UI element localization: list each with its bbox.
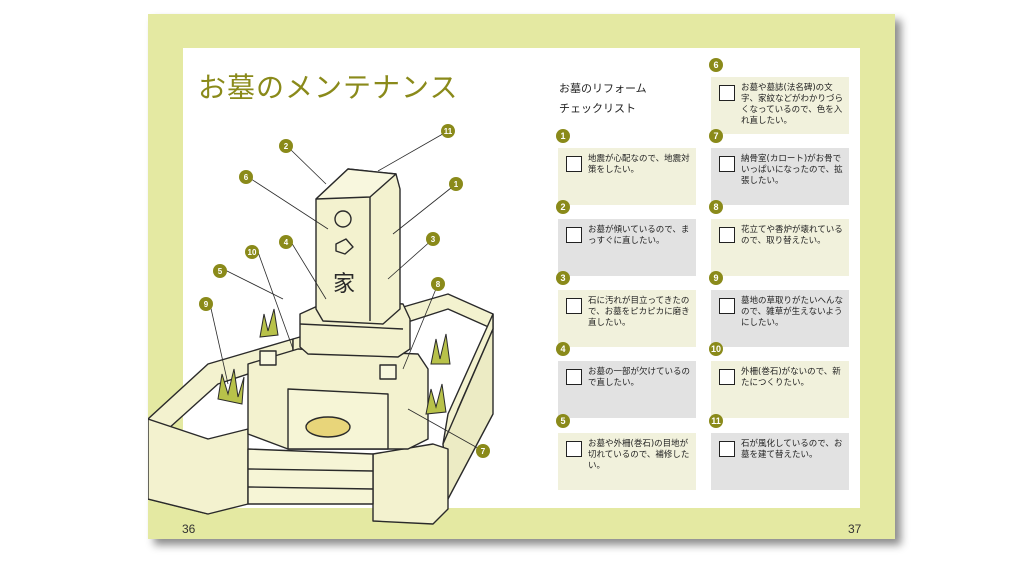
grave-illustration: 家 2 11 1 6 3 4 bbox=[148, 124, 494, 525]
page-number-right: 37 bbox=[848, 522, 862, 536]
item-text: 外柵(巻石)がないので、新たにつくりたい。 bbox=[741, 367, 841, 388]
checklist-item-10: 10 外柵(巻石)がないので、新たにつくりたい。 bbox=[709, 342, 849, 418]
item-text: 石が風化しているので、お墓を建て替えたい。 bbox=[741, 439, 843, 460]
item-number: 6 bbox=[709, 58, 723, 72]
callout-2: 2 bbox=[279, 139, 293, 153]
grass-decor bbox=[217, 308, 451, 415]
checkbox[interactable] bbox=[719, 441, 735, 457]
svg-text:6: 6 bbox=[244, 173, 249, 182]
callout-3: 3 bbox=[426, 232, 440, 246]
callout-11: 11 bbox=[441, 124, 455, 138]
checklist-item-5: 5 お墓や外柵(巻石)の目地が切れているので、補修したい。 bbox=[556, 414, 696, 490]
checklist-item-3: 3 石に汚れが目立ってきたので、お墓をピカピカに磨き直したい。 bbox=[556, 271, 696, 347]
item-text: 地震が心配なので、地震対策をしたい。 bbox=[588, 154, 690, 175]
checklist-item-8: 8 花立てや香炉が壊れているので、取り替えたい。 bbox=[709, 200, 849, 276]
item-number: 4 bbox=[556, 342, 570, 356]
item-text: お墓の一部が欠けているので直したい。 bbox=[588, 367, 691, 388]
callout-9: 9 bbox=[199, 297, 213, 311]
checklist-item-6: 6 お墓や墓誌(法名碑)の文字、家紋などがわかりづらくなっているので、色を入れ直… bbox=[709, 58, 849, 134]
checkbox[interactable] bbox=[719, 156, 735, 172]
book-spread: お墓のメンテナンス bbox=[148, 14, 895, 539]
page-number-left: 36 bbox=[182, 522, 196, 536]
checklist-item-11: 11 石が風化しているので、お墓を建て替えたい。 bbox=[709, 414, 849, 490]
item-text: お墓や墓誌(法名碑)の文字、家紋などがわかりづらくなっているので、色を入れ直した… bbox=[741, 83, 844, 126]
front-steps bbox=[247, 448, 374, 505]
item-number: 2 bbox=[556, 200, 570, 214]
svg-text:2: 2 bbox=[284, 142, 289, 151]
checkbox[interactable] bbox=[719, 227, 735, 243]
callout-7: 7 bbox=[476, 444, 490, 458]
item-text: 花立てや香炉が壊れているので、取り替えたい。 bbox=[741, 225, 843, 246]
subtitle-line2: チェックリスト bbox=[559, 102, 636, 115]
callout-4: 4 bbox=[279, 235, 293, 249]
callout-8: 8 bbox=[431, 277, 445, 291]
checkbox[interactable] bbox=[719, 369, 735, 385]
item-number: 7 bbox=[709, 129, 723, 143]
item-number: 11 bbox=[709, 414, 723, 428]
callout-lines bbox=[209, 130, 484, 452]
svg-text:4: 4 bbox=[284, 238, 289, 247]
callout-1: 1 bbox=[449, 177, 463, 191]
item-number: 9 bbox=[709, 271, 723, 285]
page-title: お墓のメンテナンス bbox=[198, 71, 459, 104]
svg-text:11: 11 bbox=[444, 127, 453, 136]
checkbox[interactable] bbox=[566, 227, 582, 243]
item-text: 石に汚れが目立ってきたので、お墓をピカピカに磨き直したい。 bbox=[588, 296, 690, 328]
checkbox[interactable] bbox=[566, 298, 582, 314]
checkbox[interactable] bbox=[719, 85, 735, 101]
checkbox[interactable] bbox=[566, 369, 582, 385]
checklist-item-2: 2 お墓が傾いているので、まっすぐに直したい。 bbox=[556, 200, 696, 276]
item-number: 10 bbox=[709, 342, 723, 356]
svg-text:1: 1 bbox=[454, 180, 459, 189]
svg-text:5: 5 bbox=[218, 267, 223, 276]
front-block-right bbox=[372, 443, 449, 525]
item-number: 8 bbox=[709, 200, 723, 214]
checklist-item-4: 4 お墓の一部が欠けているので直したい。 bbox=[556, 342, 696, 418]
callout-10: 10 bbox=[245, 245, 259, 259]
checkbox[interactable] bbox=[566, 441, 582, 457]
callout-5: 5 bbox=[213, 264, 227, 278]
item-number: 5 bbox=[556, 414, 570, 428]
item-text: お墓が傾いているので、まっすぐに直したい。 bbox=[588, 225, 690, 246]
callout-6: 6 bbox=[239, 170, 253, 184]
svg-text:10: 10 bbox=[248, 248, 257, 257]
checklist-item-1: 1 地震が心配なので、地震対策をしたい。 bbox=[556, 129, 696, 205]
item-number: 1 bbox=[556, 129, 570, 143]
svg-text:7: 7 bbox=[481, 447, 486, 456]
item-number: 3 bbox=[556, 271, 570, 285]
svg-text:9: 9 bbox=[204, 300, 209, 309]
inscription-text: 家 bbox=[333, 272, 355, 297]
item-text: 墓地の草取りがたいへんなので、雑草が生えないようにしたい。 bbox=[741, 296, 844, 328]
item-text: 納骨室(カロート)がお骨でいっぱいになったので、拡張したい。 bbox=[741, 154, 843, 186]
checklist-item-7: 7 納骨室(カロート)がお骨でいっぱいになったので、拡張したい。 bbox=[709, 129, 849, 205]
checklist-item-9: 9 墓地の草取りがたいへんなので、雑草が生えないようにしたい。 bbox=[709, 271, 849, 347]
checkbox[interactable] bbox=[719, 298, 735, 314]
svg-text:8: 8 bbox=[436, 280, 441, 289]
subtitle-line1: お墓のリフォーム bbox=[559, 82, 647, 95]
svg-text:3: 3 bbox=[431, 235, 436, 244]
checkbox[interactable] bbox=[566, 156, 582, 172]
item-text: お墓や外柵(巻石)の目地が切れているので、補修したい。 bbox=[588, 439, 690, 471]
front-block-left bbox=[148, 418, 249, 515]
